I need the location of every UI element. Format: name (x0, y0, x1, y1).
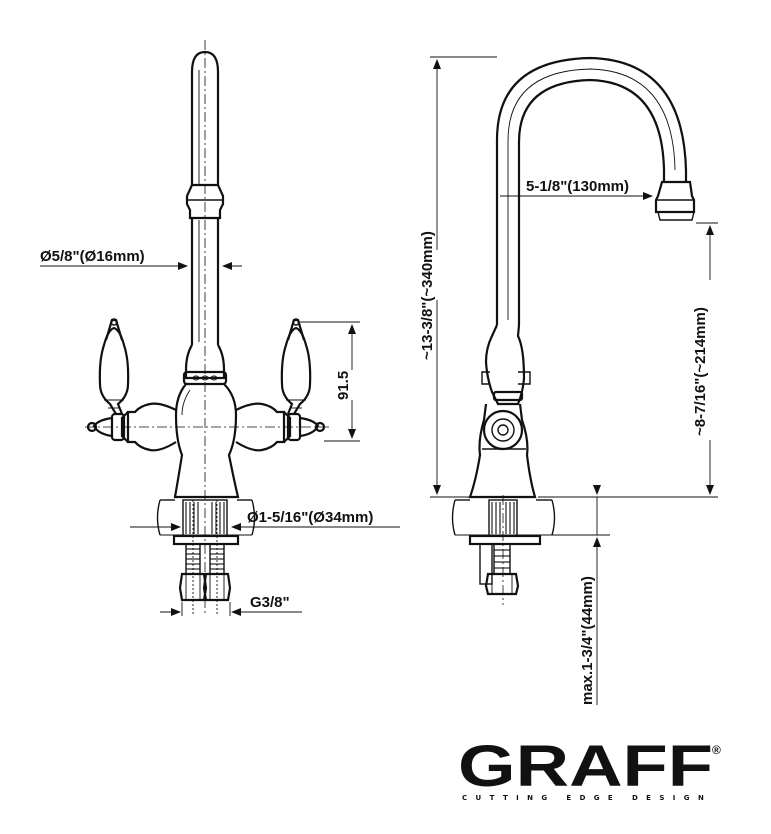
registered-mark: ® (712, 743, 721, 757)
brand-tagline: CUTTING EDGE DESIGN (462, 794, 708, 802)
reach-label: 5-1/8"(130mm) (526, 178, 629, 195)
thread-size-label: G3/8" (250, 594, 290, 611)
front-view: Ø5/8"(Ø16mm) 91.5 Ø1-5/16"(Ø34mm) G3/8" (40, 40, 400, 616)
deck-thickness-label: max.1-3/4"(44mm) (579, 576, 596, 705)
spout-diameter-label: Ø5/8"(Ø16mm) (40, 248, 145, 265)
graff-logo: GRAFF ® CUTTING EDGE DESIGN (458, 734, 721, 802)
base-diameter-label: Ø1-5/16"(Ø34mm) (247, 509, 373, 526)
spout-height-label: ~8-7/16"(~214mm) (692, 307, 709, 436)
total-height-label: ~13-3/8"(~340mm) (419, 231, 436, 360)
side-view: ~13-3/8"(~340mm) 5-1/8"(130mm) ~8-7/16"(… (419, 56, 718, 705)
brand-name: GRAFF (458, 734, 713, 799)
handle-height-label: 91.5 (335, 371, 352, 400)
